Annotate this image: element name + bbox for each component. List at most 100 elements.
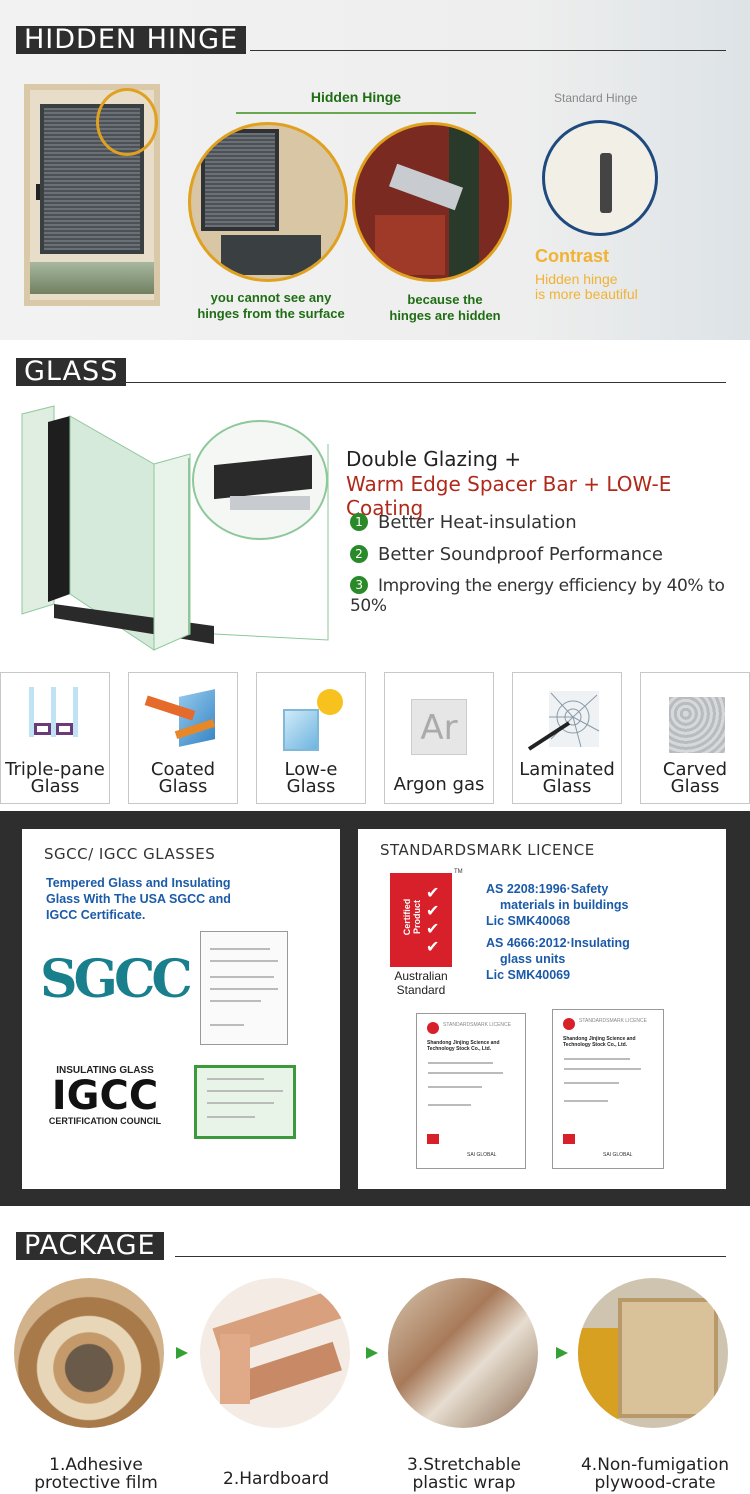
glass-profile-diagram: [21, 405, 329, 651]
argon-icon: Ar: [411, 699, 467, 755]
label-rule: [236, 112, 476, 114]
as4666-block: AS 4666:2012·Insulating glass units Lic …: [486, 935, 630, 983]
package-title-rule: [175, 1256, 726, 1257]
caption-surface: you cannot see any hinges from the surfa…: [186, 290, 356, 322]
standardsmark-title: STANDARDSMARK LICENCE: [380, 841, 595, 859]
check-marks-icon: ✔✔✔✔: [426, 885, 440, 956]
sgcc-logo: SGCC: [40, 949, 193, 1010]
caption-hidden-line2: hinges are hidden: [389, 308, 501, 323]
hidden-hinge-title: HIDDEN HINGE: [16, 26, 247, 54]
glass-type-argon: Ar Argon gas: [384, 672, 494, 804]
glazing-illustration: [14, 404, 334, 656]
carved-line2: Glass: [670, 776, 720, 797]
hidden-hinge-label: Hidden Hinge: [310, 89, 402, 105]
highlight-circle: [96, 88, 158, 156]
feature-number-3: 3: [350, 576, 368, 594]
title-rule: [250, 50, 726, 51]
feature-number-1: 1: [350, 513, 368, 531]
as2208-block: AS 2208:1996·Safety materials in buildin…: [486, 881, 629, 929]
glazing-heading-1: Double Glazing +: [346, 447, 522, 471]
package-step-2-photo: [200, 1278, 350, 1428]
step-2-line1: 2.Hardboard: [223, 1469, 329, 1489]
argon-label: Argon gas: [385, 774, 493, 795]
certified-product-badge: Certified Product ✔✔✔✔: [390, 873, 452, 967]
feature-number-2: 2: [350, 545, 368, 563]
step-4-line2: plywood-crate: [594, 1473, 716, 1493]
as4666-lic: Lic SMK40069: [486, 968, 571, 982]
carved-line1: Carved: [662, 759, 728, 780]
contrast-line2: is more beautiful: [535, 286, 638, 302]
step-1-line2: protective film: [34, 1473, 158, 1493]
australian-standard-label: Australian Standard: [380, 969, 462, 997]
licence-2-sai: SAI GLOBAL: [603, 1152, 633, 1158]
step-1-line1: 1.Adhesive: [49, 1455, 143, 1475]
trademark-label: TM: [454, 869, 463, 875]
package-title: PACKAGE: [16, 1232, 164, 1260]
arrow-right-icon: [366, 1347, 378, 1359]
hinge-closeup-hidden: [352, 122, 512, 282]
contrast-heading: Contrast: [535, 246, 610, 266]
coated-glass-icon: [144, 689, 225, 749]
sgcc-igcc-panel: SGCC/ IGCC GLASSES Tempered Glass and In…: [22, 829, 340, 1189]
low-e-line1: Low-e: [284, 759, 338, 780]
glass-title: GLASS: [16, 358, 127, 386]
standardsmark-panel: STANDARDSMARK LICENCE Certified Product …: [358, 829, 726, 1189]
argon-line1: Argon gas: [393, 774, 485, 795]
triple-pane-icon: [25, 687, 83, 737]
sgcc-certificate-document: [200, 931, 288, 1045]
laminated-line2: Glass: [542, 776, 592, 797]
low-e-icon: [279, 689, 349, 755]
glass-title-rule: [120, 382, 726, 383]
caption-surface-line2: hinges from the surface: [197, 306, 345, 321]
cracked-glass-icon: [527, 691, 600, 751]
igcc-logo-top: INSULATING GLASS: [56, 1065, 154, 1076]
arrow-right-icon: [176, 1347, 188, 1359]
low-e-line2: Glass: [286, 776, 336, 797]
as2208-line1: AS 2208:1996·Safety: [486, 882, 609, 896]
feature-text-1: Better Heat-insulation: [378, 512, 577, 533]
igcc-logo: INSULATING GLASS IGCC CERTIFICATION COUN…: [42, 1065, 168, 1126]
australian-label: Australian: [394, 969, 448, 983]
licence-1-company: Shandong Jinjing Science and Technology …: [427, 1040, 500, 1052]
licence-1-header: STANDARDSMARK LICENCE: [443, 1022, 511, 1028]
carved-glass-icon: [669, 697, 725, 753]
feature-text-2: Better Soundproof Performance: [378, 544, 663, 565]
sgcc-igcc-title: SGCC/ IGCC GLASSES: [44, 845, 216, 863]
standard-hinge-label: Standard Hinge: [554, 91, 638, 105]
hidden-hinge-section: HIDDEN HINGE Hidden Hinge you cannot see…: [0, 0, 750, 340]
licence-document-1: STANDARDSMARK LICENCE Shandong Jinjing S…: [416, 1013, 526, 1169]
hinge-closeup-surface: [188, 122, 348, 282]
igcc-logo-mid: IGCC: [51, 1073, 159, 1119]
package-step-1-photo: [14, 1278, 164, 1428]
laminated-line1: Laminated: [519, 759, 615, 780]
triple-pane-line2: Glass: [30, 776, 80, 797]
certified-product-text: Certified Product: [402, 898, 422, 936]
as2208-lic: Lic SMK40068: [486, 914, 571, 928]
licence-1-sai: SAI GLOBAL: [467, 1152, 497, 1158]
arrow-right-icon: [556, 1347, 568, 1359]
igcc-certificate-document: [194, 1065, 296, 1139]
feature-2: 2 Better Soundproof Performance: [350, 544, 663, 565]
package-step-2-label: 2.Hardboard: [196, 1470, 356, 1488]
as2208-line2: materials in buildings: [500, 898, 629, 912]
package-step-3-photo: [388, 1278, 538, 1428]
contrast-line1: Hidden hinge: [535, 271, 618, 287]
package-step-4-photo: [578, 1278, 728, 1428]
step-3-line1: 3.Stretchable: [407, 1455, 521, 1475]
licence-2-header: STANDARDSMARK LICENCE: [579, 1018, 647, 1024]
coated-line1: Coated: [150, 759, 216, 780]
contrast-text: Hidden hinge is more beautiful: [535, 272, 638, 302]
caption-surface-line1: you cannot see any: [210, 290, 332, 305]
